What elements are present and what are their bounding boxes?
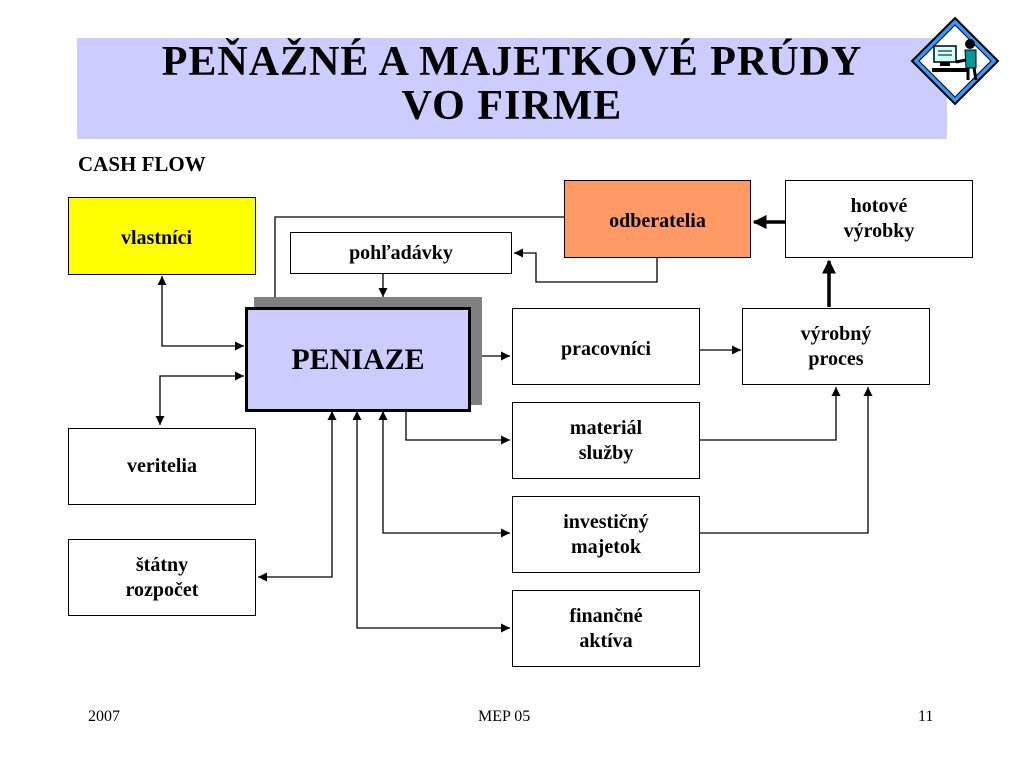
box-material-sluzby-label: materiál služby [569,416,643,464]
box-investicny-majetok-label: investičný majetok [563,510,649,558]
box-investicny-majetok: investičný majetok [512,496,700,573]
box-vlastnici: vlastníci [68,197,256,275]
arrow-veritelia-peniaze [155,371,244,425]
box-pracovnici-label: pracovníci [561,338,651,360]
arrow-investicny-peniaze [378,411,510,538]
arrow-odberatelia-peniaze [270,216,564,307]
arrow-odberatelia-pohladavky [514,248,658,283]
footer-code: MEP 05 [478,708,531,725]
arrow-material-proces [700,387,841,441]
box-pohladavky: pohľadávky [290,232,512,274]
arrow-financne-peniaze [352,411,510,633]
footer-page-number: 11 [918,708,934,725]
box-statny-rozpocet-label: štátny rozpočet [125,553,199,601]
arrow-peniaze-material [405,412,510,445]
box-peniaze: PENIAZE [245,307,471,412]
box-veritelia: veritelia [68,428,256,505]
box-vyrobny-proces: výrobný proces [742,308,930,385]
title-band [77,38,947,139]
box-financne-aktiva: finančné aktíva [512,590,700,667]
box-peniaze-label: PENIAZE [291,343,425,376]
box-material-sluzby: materiál služby [512,402,700,479]
computer-user-icon [910,16,1000,106]
box-pracovnici: pracovníci [512,308,700,385]
box-hotove-vyrobky-label: hotové výrobky [843,195,915,242]
box-vyrobny-proces-label: výrobný proces [800,322,872,370]
box-financne-aktiva-label: finančné aktíva [569,604,643,652]
arrow-vlastnici-peniaze [157,276,244,351]
arrow-investicny-proces [700,387,873,534]
box-pohladavky-label: pohľadávky [349,241,453,264]
box-statny-rozpocet: štátny rozpočet [68,539,256,616]
arrow-rozpocet-peniaze [258,411,337,582]
footer-year: 2007 [88,708,120,725]
box-odberatelia: odberatelia [564,180,751,258]
page-title-line2: VO FIRME [401,83,623,129]
page-title-line1: PEŇAŽNÉ A MAJETKOVÉ PRÚDY [161,39,863,85]
box-veritelia-label: veritelia [127,455,197,477]
page-title: PEŇAŽNÉ A MAJETKOVÉ PRÚDY VO FIRME [77,40,947,128]
box-odberatelia-label: odberatelia [609,210,706,232]
cash-flow-label: CASH FLOW [78,152,206,176]
box-hotove-vyrobky: hotové výrobky [785,180,973,258]
box-vlastnici-label: vlastníci [121,227,193,249]
